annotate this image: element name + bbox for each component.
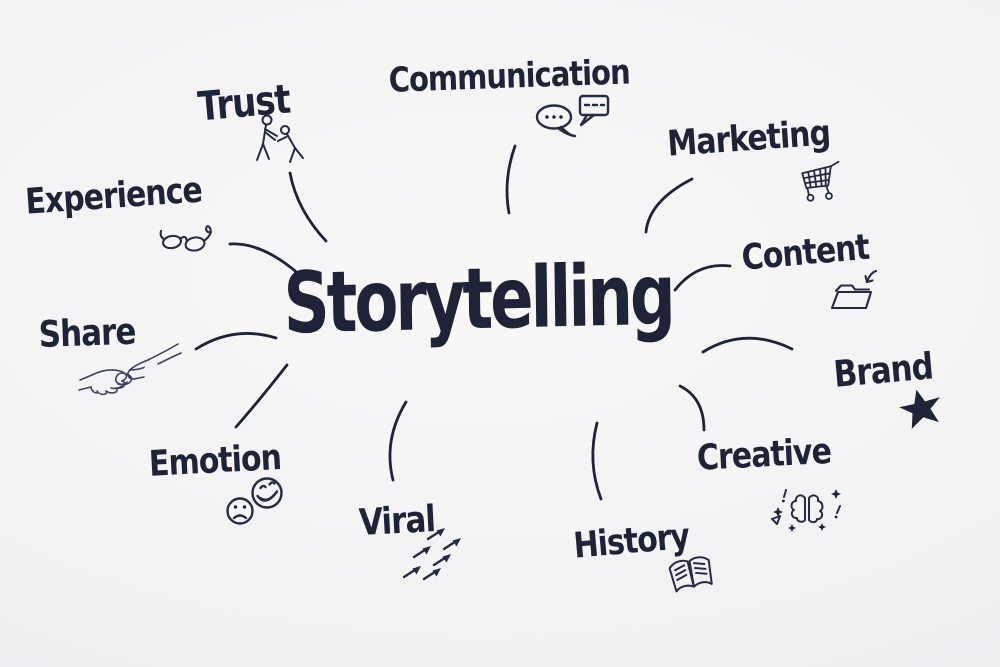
- connector-trust: [288, 171, 328, 243]
- node-marketing-label: Marketing: [666, 112, 832, 166]
- shopping-cart-icon: [793, 158, 848, 208]
- connector-share: [194, 332, 278, 351]
- sad-happy-faces-icon: [224, 472, 290, 530]
- connector-brand: [701, 336, 794, 354]
- handshake-icon: [78, 336, 182, 400]
- connector-content: [673, 264, 732, 292]
- connector-marketing: [644, 177, 694, 234]
- eyeglasses-icon: [158, 216, 218, 256]
- brain-sparkles-icon: [770, 482, 844, 532]
- connector-history: [591, 421, 603, 501]
- node-creative-label: Creative: [696, 430, 832, 480]
- spreading-arrows-icon: [402, 526, 468, 588]
- trust-fall-stick-figures-icon: [250, 113, 312, 175]
- center-topic-title: Storytelling: [283, 247, 674, 354]
- connector-viral: [388, 400, 408, 482]
- connector-emotion: [234, 363, 289, 429]
- speech-bubbles-icon: [530, 92, 612, 144]
- connector-creative: [678, 384, 706, 432]
- connector-communication: [505, 144, 517, 215]
- star-icon: [896, 386, 946, 430]
- folder-inbox-arrow-icon: [824, 266, 882, 316]
- open-book-icon: [664, 550, 718, 596]
